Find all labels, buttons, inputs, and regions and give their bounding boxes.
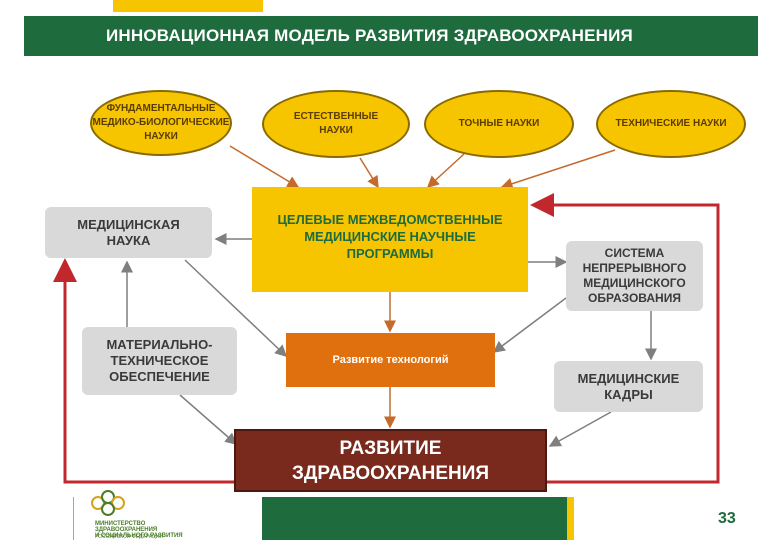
arrow-healthcare-to-medical-science — [53, 258, 234, 484]
footer-yellow-bar — [567, 497, 574, 540]
page-number: 33 — [718, 510, 736, 527]
box-medical-personnel: МЕДИЦИНСКИЕ КАДРЫ — [554, 361, 703, 412]
ellipse-exact-sciences: ТОЧНЫЕ НАУКИ — [424, 90, 574, 158]
arrow-education-to-technology — [492, 297, 567, 353]
box-material-support: МАТЕРИАЛЬНО- ТЕХНИЧЕСКОЕ ОБЕСПЕЧЕНИЕ — [82, 327, 237, 395]
footer-green-bar — [262, 497, 567, 540]
arrow-personnel-to-healthcare — [548, 411, 612, 447]
arrow-healthcare-to-programs — [530, 193, 720, 484]
arrow-technical-to-programs — [500, 149, 616, 190]
top-accent-bar — [113, 0, 263, 12]
box-target-programs: ЦЕЛЕВЫЕ МЕЖВЕДОМСТВЕННЫЕ МЕДИЦИНСКИЕ НАУ… — [252, 187, 528, 292]
box-technology-development: Развитие технологий — [286, 333, 495, 387]
ministry-name: МИНИСТЕРСТВО ЗДРАВООХРАНЕНИЯ И СОЦИАЛЬНО… — [95, 521, 183, 539]
ellipse-fundamental-sciences: ФУНДАМЕНТАЛЬНЫЕ МЕДИКО-БИОЛОГИЧЕСКИЕ НАУ… — [90, 90, 232, 156]
arrow-natural-to-programs — [359, 157, 379, 189]
box-continuous-education: СИСТЕМА НЕПРЕРЫВНОГО МЕДИЦИНСКОГО ОБРАЗО… — [566, 241, 703, 311]
ellipse-natural-sciences: ЕСТЕСТВЕННЫЕ НАУКИ — [262, 90, 410, 158]
ministry-logo-icon — [91, 490, 125, 516]
arrow-medical-science-to-technology — [184, 259, 288, 358]
box-medical-science: МЕДИЦИНСКАЯ НАУКА — [45, 207, 212, 258]
slide-title: ИННОВАЦИОННАЯ МОДЕЛЬ РАЗВИТИЯ ЗДРАВООХРА… — [24, 16, 758, 56]
ellipse-technical-sciences: ТЕХНИЧЕСКИЕ НАУКИ — [596, 90, 746, 158]
ministry-subtitle: РОССИЙСКОЙ ФЕДЕРАЦИИ — [95, 534, 163, 540]
box-healthcare-development: РАЗВИТИЕ ЗДРАВООХРАНЕНИЯ — [234, 429, 547, 492]
arrow-material-to-healthcare — [179, 394, 238, 445]
arrow-exact-to-programs — [426, 153, 465, 189]
footer-divider — [73, 497, 74, 540]
arrow-fundamental-to-programs — [229, 145, 300, 188]
